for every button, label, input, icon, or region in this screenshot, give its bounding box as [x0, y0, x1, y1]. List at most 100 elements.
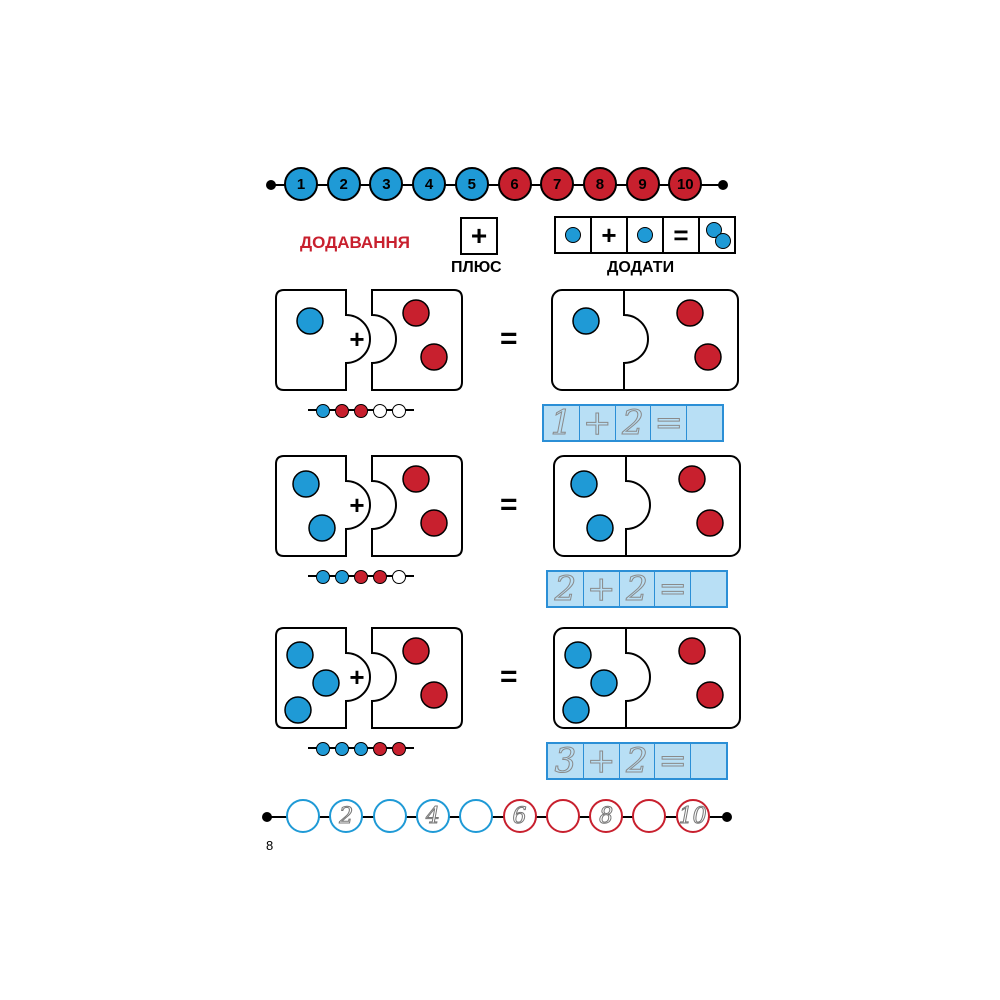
- red-counter-icon: [402, 465, 430, 493]
- trace-cell: =: [655, 569, 692, 610]
- red-counter-icon: [420, 509, 448, 537]
- number-circle-1: 1: [284, 167, 318, 201]
- red-counter-icon: [420, 681, 448, 709]
- blue-counter-icon: [586, 514, 614, 542]
- number-circle-6: 6: [497, 167, 532, 201]
- number-ring-4[interactable]: 4: [415, 799, 450, 833]
- blue-counter-icon: [296, 307, 324, 335]
- number-ring-10[interactable]: 10: [675, 799, 710, 833]
- blue-counter-icon: [286, 641, 314, 669]
- bead-counter-line: [306, 568, 416, 584]
- plus-sign: +: [349, 490, 364, 520]
- equals-sign: =: [500, 488, 518, 521]
- answer-cell[interactable]: [687, 406, 722, 440]
- blue-counter-icon: [284, 696, 312, 724]
- strip-equals: =: [664, 218, 700, 252]
- red-bead-icon: [335, 404, 349, 418]
- result-card-3: [553, 627, 741, 729]
- blue-bead-icon: [316, 570, 330, 584]
- trace-cell: +: [584, 569, 620, 610]
- trace-cell: =: [655, 741, 692, 782]
- blue-counter-icon: [308, 514, 336, 542]
- number-ring-5[interactable]: [459, 799, 494, 833]
- number-ring-1[interactable]: [286, 799, 320, 833]
- plus-sign: +: [349, 662, 364, 692]
- red-bead-icon: [354, 404, 368, 418]
- trace-cell: +: [584, 741, 620, 782]
- number-ring-3[interactable]: [372, 799, 407, 833]
- result-card-2: [553, 455, 741, 557]
- tracing-equation-strip: 3+2=: [546, 741, 728, 782]
- blue-counter-icon: [562, 696, 590, 724]
- blue-dot-icon: [565, 227, 581, 243]
- puzzle-card-2: +: [275, 455, 463, 557]
- number-circle-8: 8: [582, 167, 617, 201]
- trace-cell: 2: [620, 569, 656, 610]
- page-title: ДОДАВАННЯ: [300, 233, 410, 252]
- puzzle-seam: [625, 456, 651, 556]
- number-circle-4: 4: [412, 167, 447, 201]
- answer-cell[interactable]: [691, 744, 726, 778]
- red-bead-icon: [354, 570, 368, 584]
- blue-counter-icon: [572, 307, 600, 335]
- strip-plus: +: [592, 218, 628, 252]
- answer-cell[interactable]: [691, 572, 726, 606]
- number-ring-2[interactable]: 2: [329, 799, 364, 833]
- plus-label: ПЛЮС: [451, 259, 502, 276]
- trace-cell: +: [580, 403, 616, 444]
- bottom-number-line: 2 4 6 8 10: [258, 795, 736, 839]
- blue-bead-icon: [335, 742, 349, 756]
- red-bead-icon: [392, 742, 406, 756]
- blue-dot-icon: [715, 233, 731, 249]
- number-circle-7: 7: [540, 167, 575, 201]
- white-bead-icon: [392, 570, 406, 584]
- blue-counter-icon: [292, 470, 320, 498]
- blue-bead-icon: [354, 742, 368, 756]
- red-bead-icon: [373, 742, 387, 756]
- blue-bead-icon: [316, 742, 330, 756]
- equals-sign: =: [500, 660, 518, 693]
- white-bead-icon: [373, 404, 387, 418]
- number-ring-9[interactable]: [632, 799, 667, 833]
- red-counter-icon: [696, 509, 724, 537]
- trace-cell: =: [651, 403, 688, 444]
- trace-cell: 3: [548, 741, 584, 782]
- number-circle-3: 3: [369, 167, 404, 201]
- puzzle-seam: [625, 628, 651, 728]
- number-circle-5: 5: [454, 167, 489, 201]
- white-bead-icon: [392, 404, 406, 418]
- plus-sign: +: [349, 324, 364, 354]
- trace-cell: 2: [620, 741, 656, 782]
- trace-cell: 2: [616, 403, 652, 444]
- number-circle-2: 2: [326, 167, 361, 201]
- number-ring-8[interactable]: 8: [589, 799, 624, 833]
- add-label: ДОДАТИ: [607, 259, 675, 276]
- addition-example-strip: + =: [554, 216, 736, 254]
- number-ring-6[interactable]: 6: [502, 799, 537, 833]
- tracing-equation-strip: 2+2=: [546, 569, 728, 610]
- red-counter-icon: [678, 465, 706, 493]
- tracing-equation-strip: 1+2=: [542, 403, 724, 444]
- red-counter-icon: [676, 299, 704, 327]
- number-ring-7[interactable]: [545, 799, 580, 833]
- trace-cell: 2: [548, 569, 584, 610]
- puzzle-card-1: +: [275, 289, 463, 391]
- blue-counter-icon: [570, 470, 598, 498]
- red-counter-icon: [696, 681, 724, 709]
- blue-bead-icon: [335, 570, 349, 584]
- bead-counter-line: [306, 740, 416, 756]
- red-counter-icon: [402, 299, 430, 327]
- blue-counter-icon: [590, 669, 618, 697]
- red-bead-icon: [373, 570, 387, 584]
- result-frame: [551, 289, 739, 391]
- red-counter-icon: [694, 343, 722, 371]
- blue-bead-icon: [316, 404, 330, 418]
- puzzle-seam: [623, 290, 649, 390]
- red-counter-icon: [402, 637, 430, 665]
- trace-cell: 1: [544, 403, 580, 444]
- number-circle-10: 10: [668, 167, 703, 201]
- plus-symbol-box: +: [460, 217, 498, 255]
- blue-dot-icon: [637, 227, 653, 243]
- bead-counter-line: [306, 402, 416, 418]
